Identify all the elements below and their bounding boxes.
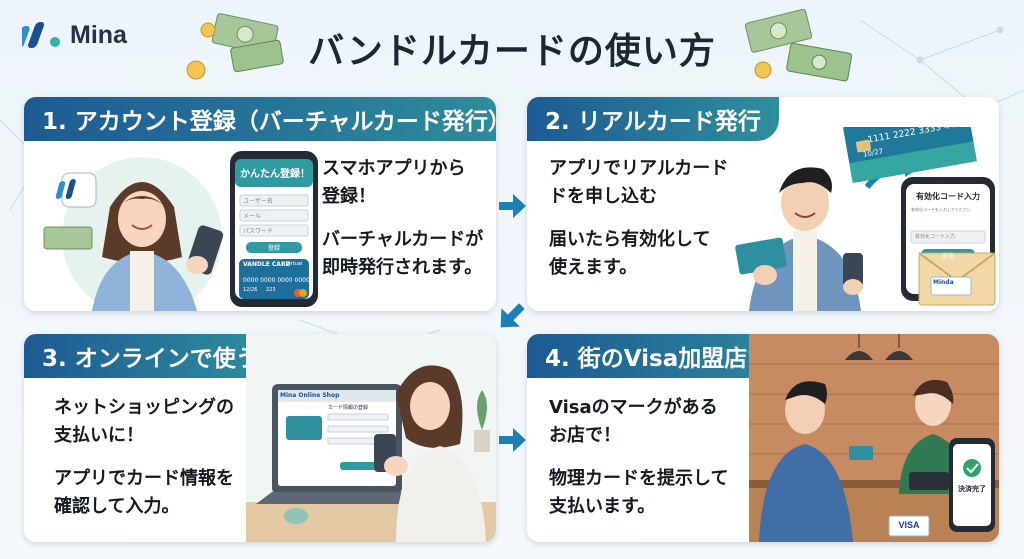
activation-submit-button[interactable]: 送信 [941, 253, 954, 260]
phone-1-title: かんたん登録！ [240, 169, 310, 180]
real-card-tag: Real [946, 97, 963, 107]
laptop-site-name: Mina Online Shop [280, 392, 340, 399]
brand-logo[interactable]: Mina [22, 20, 127, 50]
step-4-line-1: Visaのマークがある [549, 397, 718, 418]
step-4-text: Visaのマークがある お店で！ 物理カードを提示して 支払います。 [549, 394, 728, 536]
real-card-brand: VANDLE CARD [854, 99, 919, 120]
step-1-line-1: スマホアプリから [322, 158, 466, 179]
phone-1-card-tag: Virtual [286, 261, 303, 267]
step-2-line-4: 使えます。 [549, 257, 638, 278]
step-2-line-3: 届いたら有効化して [549, 229, 711, 250]
step-3-illustration [246, 334, 496, 542]
step-3-heading: 3. オンラインで使う [24, 334, 277, 378]
visa-sign: VISA [898, 520, 920, 530]
step-3-line-2: 支払いに！ [54, 425, 144, 446]
step-2-heading: 2. リアルカード発行 [527, 97, 779, 141]
money-decoration-right [744, 8, 853, 82]
laptop-form-title: カード情報の登録 [328, 405, 369, 411]
activation-code-input[interactable]: 有効化コード入力 [915, 234, 956, 240]
phone-2-title: 有効化コード入力 [916, 192, 980, 201]
step-4-line-4: 支払います。 [549, 496, 656, 517]
step-card-4: 4. 街のVisa加盟店で使う Visaのマークがある お店で！ 物理カードを提… [527, 334, 999, 542]
phone-1-field-username[interactable]: ユーザー名 [243, 198, 273, 205]
phone-1-card-cvc: 223 [266, 287, 276, 293]
step-3-line-1: ネットショッピングの [54, 397, 234, 418]
phone-1-card-brand: VANDLE CARD [243, 261, 291, 268]
step-card-2: 2. リアルカード発行 アプリでリアルカード ドを申し込む 届いたら有効化して … [527, 97, 999, 311]
arrow-down-left-icon [500, 303, 525, 328]
step-1-line-2: 登録！ [322, 186, 376, 207]
step-3-text: ネットショッピングの 支払いに！ アプリでカード情報を 確認して入力。 [54, 394, 234, 536]
step-4-line-2: お店で！ [549, 425, 621, 446]
page-title: バンドルカードの使い方 [308, 31, 716, 72]
step-2-illustration [735, 127, 996, 311]
step-1-line-3: バーチャルカードが [322, 229, 484, 250]
step-1-text: スマホアプリから 登録！ バーチャルカードが 即時発行されます。 [322, 155, 483, 297]
brand-name: Mina [70, 20, 127, 49]
phone-1-card-number: 0000 0000 0000 0000 [243, 277, 310, 284]
mina-logo-icon [22, 22, 60, 48]
step-1-line-4: 即時発行されます。 [322, 257, 483, 278]
step-card-1: 1. アカウント登録（バーチャルカード発行） かんたん登録！ ユーザー名 メール… [24, 97, 496, 311]
phone-1-card-expiry: 12/26 [243, 287, 258, 293]
step-2-text: アプリでリアルカード ドを申し込む 届いたら有効化して 使えます。 [549, 155, 728, 297]
phone-1-register-button[interactable]: 登録 [267, 245, 280, 252]
phone-2-hint: 有効化コードを入力してください [911, 207, 971, 212]
step-1-heading: 1. アカウント登録（バーチャルカード発行） [24, 97, 496, 141]
phone-1-field-email[interactable]: メール [243, 213, 262, 220]
step-1-illustration [43, 151, 318, 311]
payment-status: 決済完了 [958, 485, 986, 493]
arrow-right-icon-1 [499, 194, 526, 218]
step-4-illustration [749, 334, 999, 542]
step-2-line-2: ドを申し込む [549, 186, 657, 207]
step-3-line-4: 確認して入力。 [54, 496, 180, 517]
step-4-line-3: 物理カードを提示して [549, 468, 729, 489]
step-2-line-1: アプリでリアルカード [549, 158, 729, 179]
envelope-label: Minda [933, 279, 954, 286]
step-3-line-3: アプリでカード情報を [54, 468, 234, 489]
phone-1-field-password[interactable]: パスワード [243, 228, 274, 235]
step-card-3: 3. オンラインで使う ネットショッピングの 支払いに！ アプリでカード情報を … [24, 334, 496, 542]
arrow-right-icon-2 [499, 428, 526, 452]
money-decoration-left [186, 13, 284, 80]
